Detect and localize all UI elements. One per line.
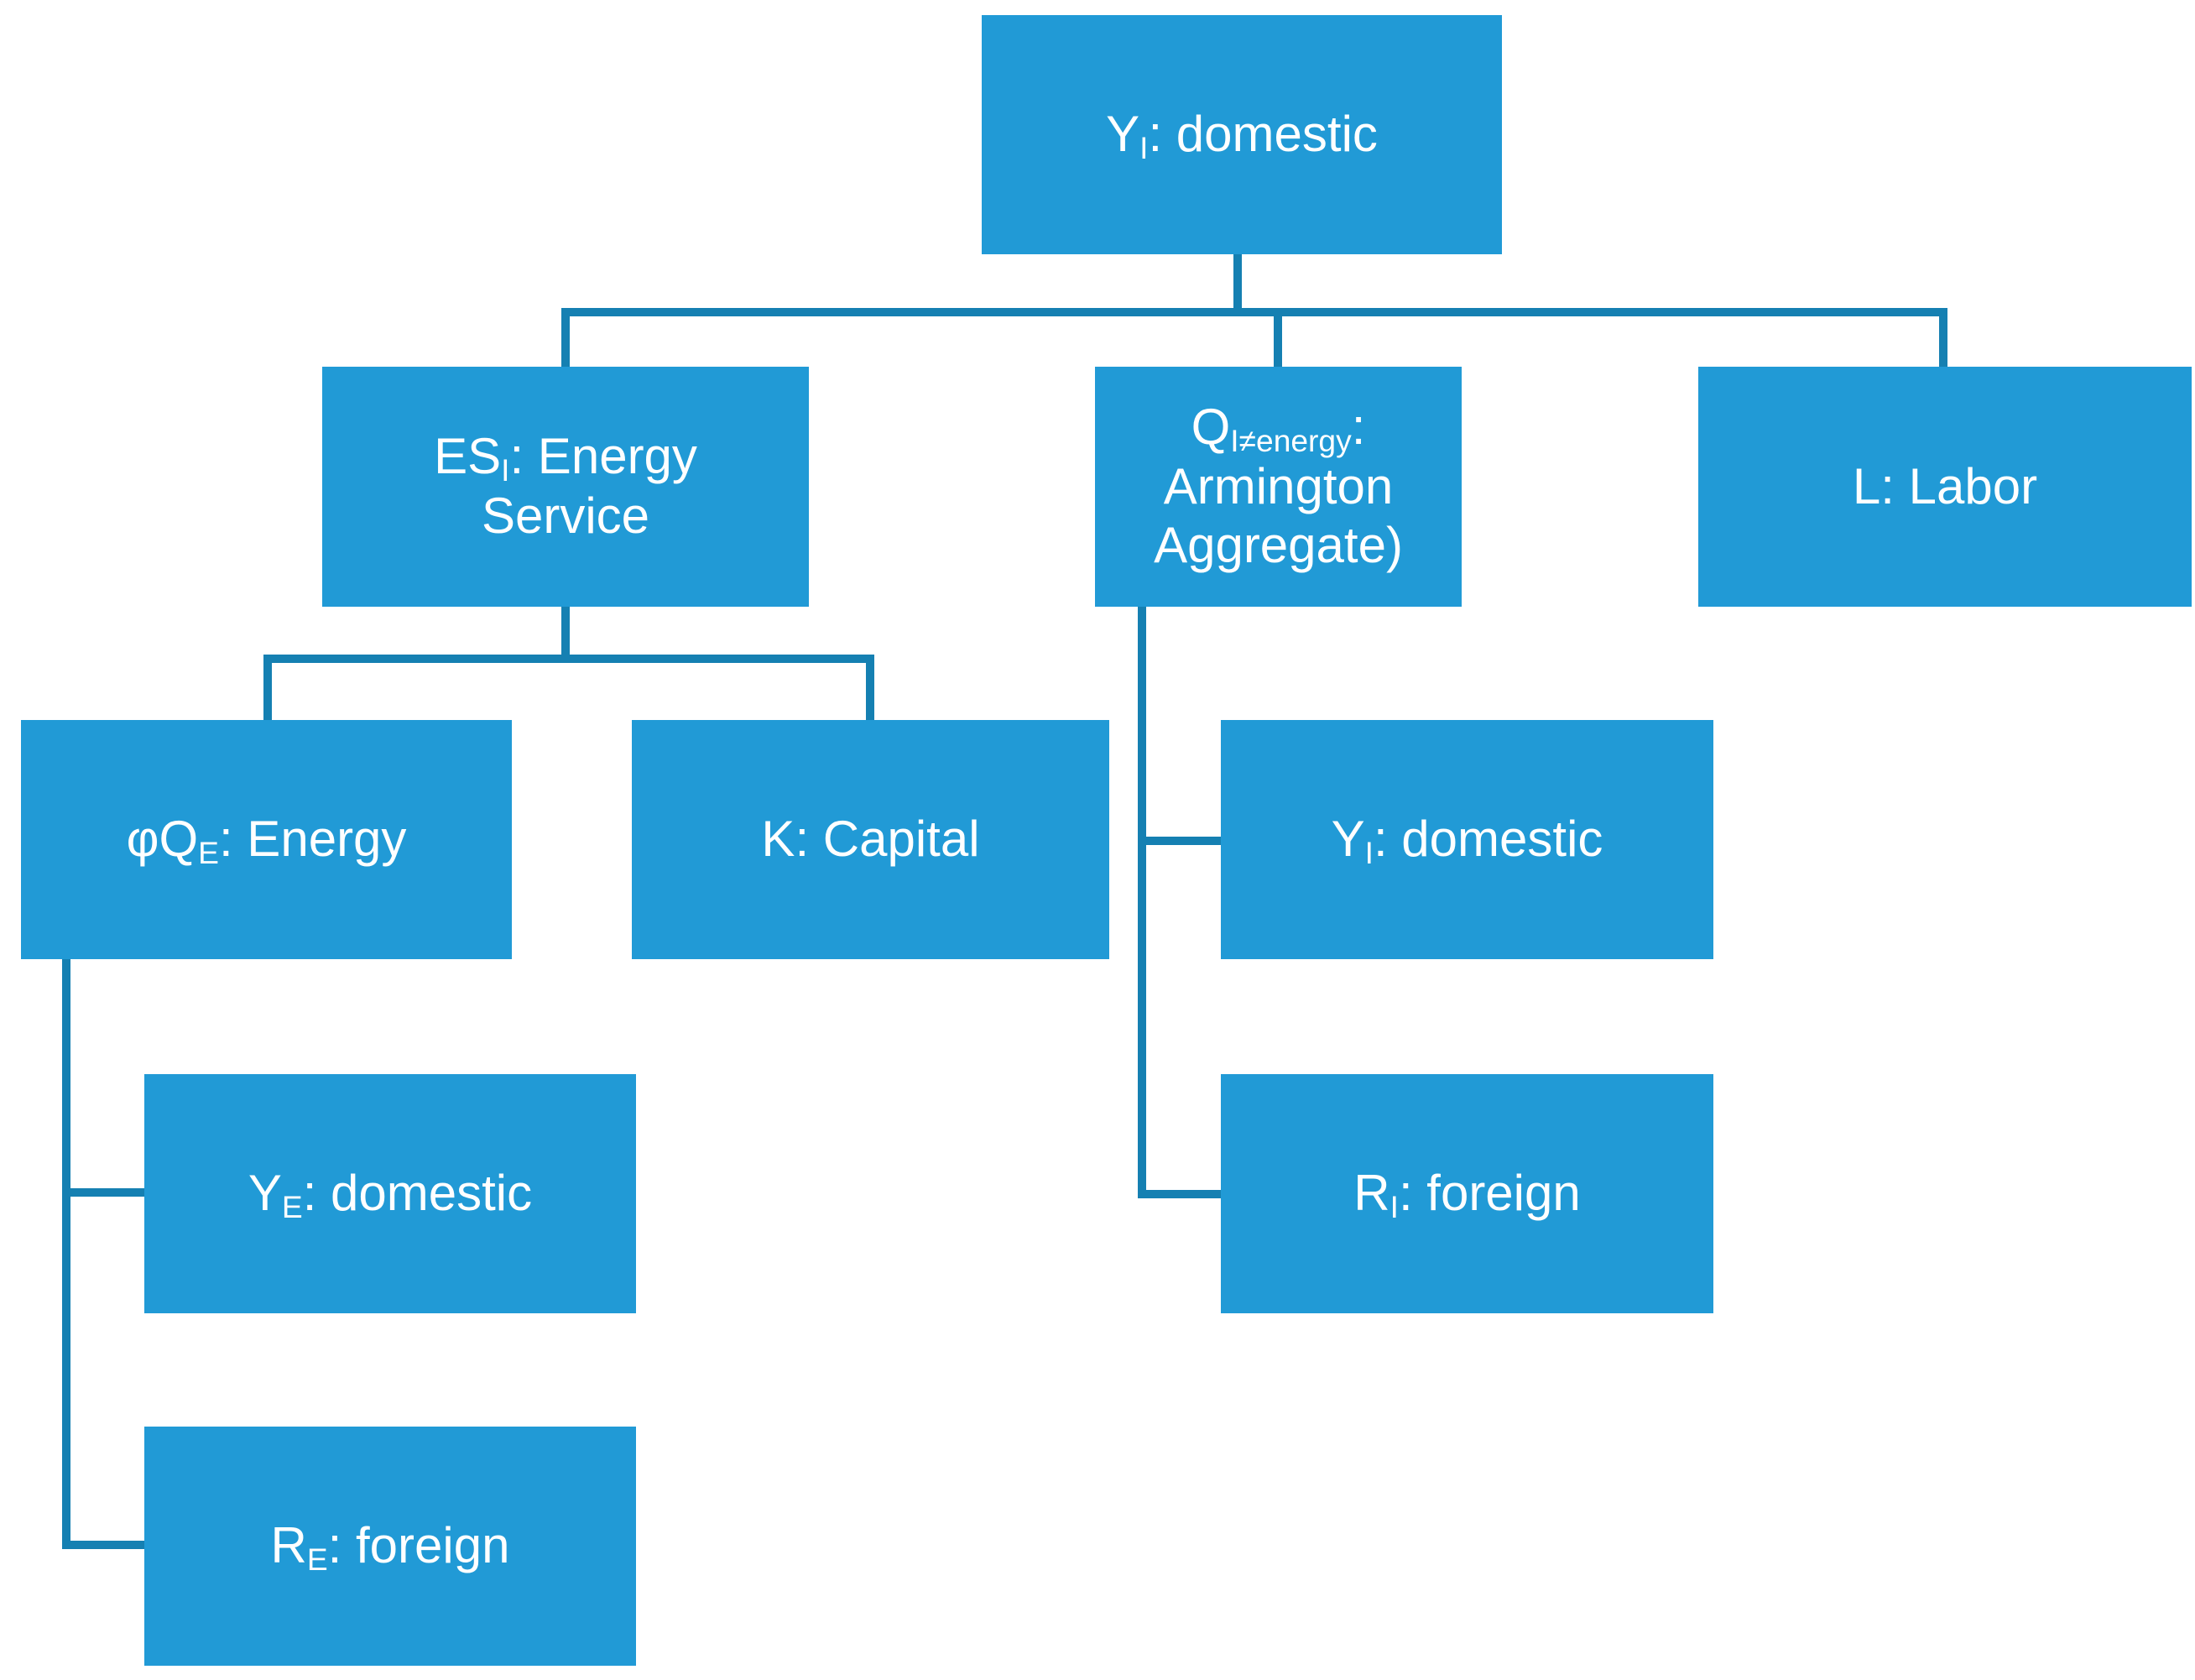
label-text: Y [248,1165,282,1222]
connector-energy-service-drop [561,312,570,367]
label-text: : foreign [327,1517,510,1574]
label-text: : domestic [1373,811,1603,868]
label-subscript: E [281,1189,303,1225]
node-label: ESI: Energy Service [381,427,750,546]
label-subscript: E [306,1542,328,1578]
label-text: φQ [126,811,199,868]
node-label: RI: foreign [1353,1164,1580,1223]
label-text: R [1353,1165,1390,1222]
node-yi-domestic: YI: domestic [1221,720,1713,959]
connector-energy-drop [263,659,272,720]
connector-armington-vline [1138,607,1146,1198]
label-subscript: I [1389,1189,1399,1225]
connector-ye-stub [62,1188,144,1197]
connector-labor-drop [1939,312,1947,367]
connector-armington-drop [1274,312,1282,367]
node-label: YI: domestic [1332,810,1603,869]
connector-capital-drop [866,659,874,720]
label-text: : Armington Aggregate) [1154,398,1403,574]
node-labor: L: Labor [1698,367,2192,607]
label-subscript: E [198,835,219,871]
label-text: : Energy Service [481,428,697,544]
node-label: RE: foreign [271,1516,510,1576]
label-text: K: Capital [761,811,980,868]
node-capital: K: Capital [632,720,1109,959]
label-subscript: I [1139,130,1149,166]
node-label: L: Labor [1853,457,2037,517]
label-subscript: I≠energy [1230,422,1352,458]
label-subscript: I [1364,835,1374,871]
label-text: Y [1331,811,1365,868]
label-text: Y [1106,106,1140,163]
node-label: QI≠energy: Armington Aggregate) [1116,398,1441,576]
node-label: YE: domestic [248,1164,532,1223]
label-text: Q [1191,398,1231,455]
connector-energy-vline [62,959,70,1549]
connector-row2-hline [263,655,874,663]
connector-energy-service-stub [561,607,570,659]
label-text: R [270,1517,307,1574]
node-energy: φQE: Energy [21,720,512,959]
label-text: L: Labor [1852,457,2038,514]
connector-ri-stub [1138,1190,1221,1198]
connector-yi-stub [1138,837,1221,845]
label-subscript: I [501,452,510,488]
label-text: ES [434,428,502,485]
label-text: : foreign [1398,1165,1581,1222]
node-label: K: Capital [761,810,979,869]
node-ri-foreign: RI: foreign [1221,1074,1713,1313]
node-re-foreign: RE: foreign [144,1427,636,1666]
connector-re-stub [62,1541,144,1549]
node-armington-aggregate: QI≠energy: Armington Aggregate) [1095,367,1462,607]
label-text: : domestic [302,1165,533,1222]
node-energy-service: ESI: Energy Service [322,367,809,607]
label-text: : Energy [218,811,407,868]
node-label: φQE: Energy [127,810,407,869]
node-ye-domestic: YE: domestic [144,1074,636,1313]
node-root-yi-domestic: YI: domestic [982,15,1502,254]
connector-row1-hline [561,308,1947,316]
label-text: : domestic [1148,106,1378,163]
node-label: YI: domestic [1106,105,1378,164]
connector-root-stub [1233,254,1242,312]
